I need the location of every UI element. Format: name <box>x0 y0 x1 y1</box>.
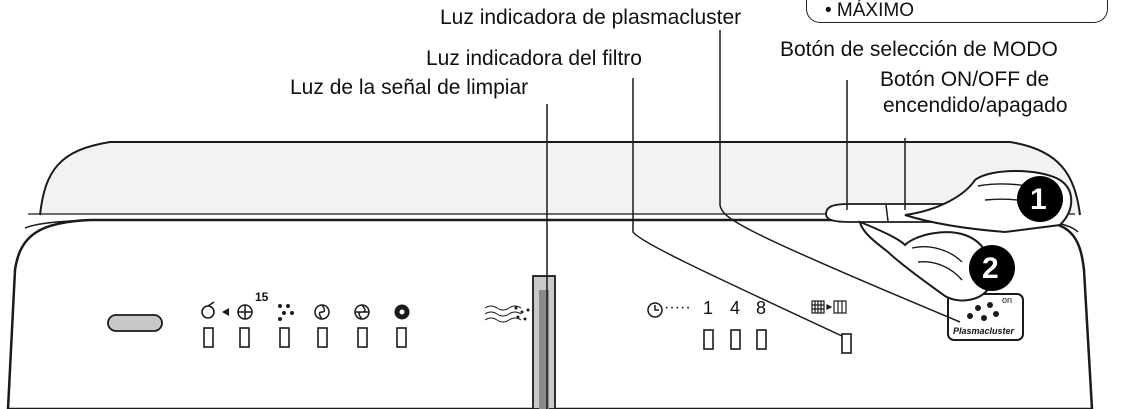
mode-option-box: • MÁXIMO <box>806 0 1108 23</box>
callout-power-button-line2: encendido/apagado <box>883 94 1068 117</box>
leader-lines <box>546 30 961 409</box>
fan-medium-icon <box>354 304 370 320</box>
callout-power-button-line1: Botón ON/OFF de <box>880 68 1050 91</box>
plasmacluster-on-label: on <box>1002 295 1013 305</box>
clean-signal-bar <box>539 290 549 409</box>
timer-hour-4: 4 <box>730 298 741 318</box>
mode-option-max: • MÁXIMO <box>825 0 914 21</box>
leader-plasmacluster <box>719 30 961 323</box>
callout-clean-signal-light: Luz de la señal de limpiar <box>290 76 529 99</box>
unit-top-edge <box>39 141 1081 216</box>
hand-2-fingers <box>911 246 963 281</box>
filter-icon <box>811 300 847 314</box>
fan-max-icon <box>394 304 410 320</box>
arrow-left-icon <box>222 308 229 316</box>
plasmacluster-dots <box>967 302 999 321</box>
fan-low-icon <box>314 304 330 320</box>
callout-plasmacluster-light: Luz indicadora de plasmacluster <box>440 6 742 29</box>
fan-indicator-lamps <box>203 327 407 348</box>
filter-indicator-lamp <box>841 333 852 354</box>
step-1-number: 1 <box>1030 183 1047 216</box>
fan-high-15-icon <box>237 304 253 320</box>
callout-mode-button: Botón de selección de MODO <box>780 38 1058 61</box>
panel-top-rim <box>24 219 1079 233</box>
dust-sensor-icon <box>484 305 522 323</box>
step-2-number: 2 <box>982 252 999 285</box>
button-divider <box>885 204 889 222</box>
plasmacluster-logo-text: Plasmacluster <box>953 326 1015 336</box>
timer-lamps <box>703 329 767 350</box>
leader-filter <box>632 78 843 337</box>
fan-speed-15-label: 15 <box>255 290 269 304</box>
timer-hour-1: 1 <box>703 298 714 318</box>
callout-filter-light: Luz indicadora del filtro <box>426 47 642 70</box>
timer-dots: ····· <box>664 299 691 316</box>
auto-mode-icon <box>201 301 215 319</box>
dust-dots-icon <box>514 306 530 321</box>
step-2-marker <box>969 245 1015 291</box>
step-1-marker <box>1017 176 1063 222</box>
timer-clock-icon <box>647 302 663 318</box>
power-indicator <box>107 314 163 332</box>
timer-hour-8: 8 <box>756 298 767 318</box>
pollen-icon <box>278 304 294 321</box>
